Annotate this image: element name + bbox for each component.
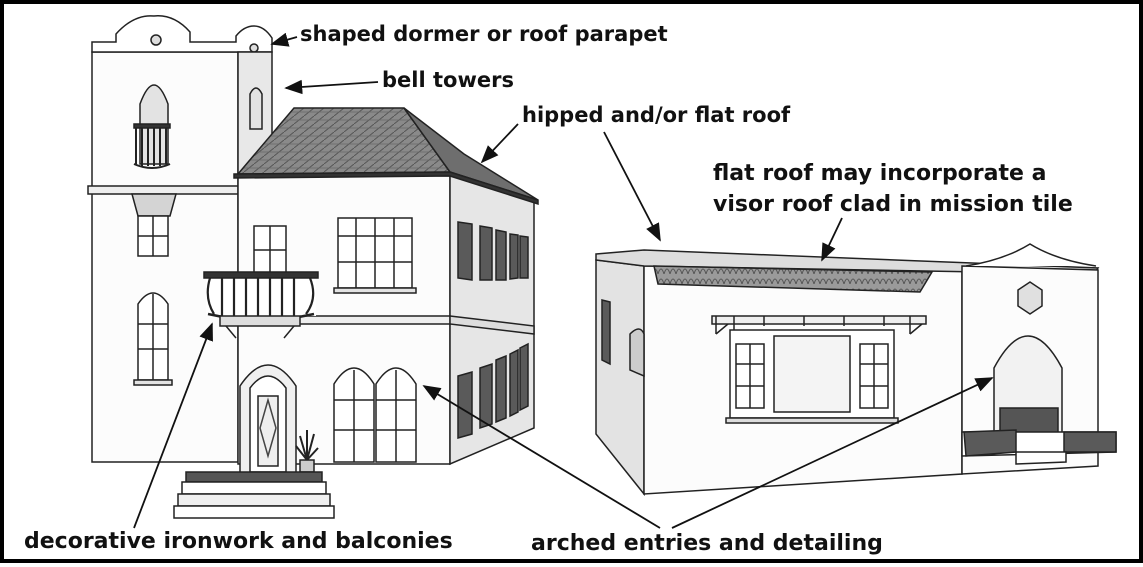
arrow-dormer [272,37,297,44]
front-steps [174,472,334,518]
window-awning [132,194,176,216]
arched-entry [240,365,296,474]
label-arched-entries: arched entries and detailing [531,533,883,555]
right-side-wall [596,260,644,494]
label-flat-roof-line1: flat roof may incorporate a [713,163,1046,185]
label-bell-towers: bell towers [382,70,514,91]
right-building [596,244,1116,494]
building-illustration [4,4,1143,567]
arrow-hipped-1 [482,124,518,162]
label-dormer: shaped dormer or roof parapet [300,24,668,45]
parapet [92,16,272,52]
label-flat-roof-line2: visor roof clad in mission tile [713,194,1073,216]
quatrefoil-ornament [1018,282,1042,314]
label-hipped-roof: hipped and/or flat roof [522,105,790,126]
arrow-bell [286,82,378,88]
picture-window [726,330,898,423]
arrow-hipped-2 [604,132,660,240]
label-ironwork: decorative ironwork and balconies [24,531,453,553]
upper-front-window [334,218,416,293]
arrow-flat-roof [822,218,842,260]
parapet-ornament [151,35,161,45]
